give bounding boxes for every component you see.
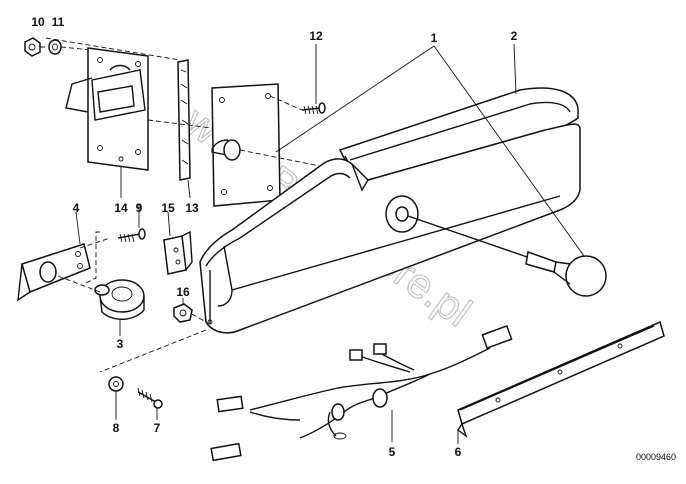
main-housing-part bbox=[199, 123, 581, 334]
small-bracket-part bbox=[17, 243, 91, 302]
knob-part bbox=[407, 215, 607, 297]
callout-7: 7 bbox=[154, 421, 161, 435]
callout-16: 16 bbox=[176, 285, 190, 299]
callout-6: 6 bbox=[455, 445, 462, 459]
callout-12: 12 bbox=[309, 29, 323, 43]
screw-part bbox=[301, 102, 326, 115]
callout-4: 4 bbox=[73, 201, 80, 215]
switch-part bbox=[94, 279, 145, 320]
reference-number: 00009460 bbox=[636, 452, 676, 462]
callout-5: 5 bbox=[389, 445, 396, 459]
callout-13: 13 bbox=[185, 201, 199, 215]
callout-15: 15 bbox=[161, 201, 175, 215]
callout-14: 14 bbox=[114, 201, 128, 215]
washer-part bbox=[48, 39, 62, 55]
clip-nut-part bbox=[173, 303, 193, 323]
wiring-harness-part bbox=[210, 325, 513, 462]
callout-2: 2 bbox=[511, 29, 518, 43]
callout-11: 11 bbox=[52, 15, 65, 29]
nut-part bbox=[24, 37, 41, 57]
bracket-plate-part bbox=[65, 47, 149, 171]
callout-3: 3 bbox=[117, 337, 124, 351]
lower-washer-part bbox=[108, 376, 124, 392]
callout-8: 8 bbox=[113, 421, 120, 435]
lower-screw-part bbox=[137, 387, 163, 409]
callout-10: 10 bbox=[31, 15, 45, 29]
callout-1: 1 bbox=[431, 31, 438, 45]
callout-9: 9 bbox=[136, 201, 143, 215]
gasket-strip-part bbox=[177, 59, 191, 181]
back-plate-part bbox=[211, 83, 281, 207]
angle-bracket-part bbox=[163, 230, 193, 275]
screw-small-part bbox=[117, 228, 146, 243]
support-rail-part bbox=[457, 320, 665, 438]
